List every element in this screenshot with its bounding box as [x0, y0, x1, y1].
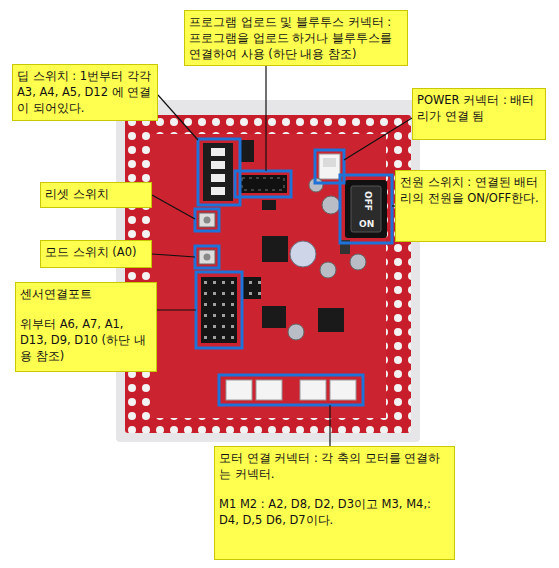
highlight-frame [235, 171, 291, 197]
driver-chip [318, 308, 344, 332]
callout-text: M1 M2 : A2, D8, D2, D3이고 M3, M4,: D4, D,… [219, 496, 450, 528]
power-switch [345, 180, 387, 238]
callout-text: 리셋 스위치 [45, 186, 147, 202]
leader-line [158, 95, 198, 140]
leader-line [329, 405, 330, 446]
highlight-frame [219, 375, 363, 405]
mode-switch [199, 250, 215, 264]
program-header [239, 175, 287, 193]
motor-connector [226, 380, 252, 400]
callout-box: 센서연결포트위부터 A6, A7, A1, D13, D9, D10 (하단 내… [15, 282, 157, 372]
microcontroller [262, 236, 288, 262]
pcb-board [125, 115, 411, 433]
motor-connector [256, 380, 282, 400]
callout-box: 딥 스위치 : 1번부터 각각 A3, A4, A5, D12 에 연결이 되어… [12, 64, 158, 121]
callout-text: 전원 스위치 : 연결된 배터리의 전원을 ON/OFF한다. [400, 174, 541, 206]
capacitor [350, 254, 366, 270]
callout-box: 모드 스위치 (A0) [40, 240, 152, 268]
button-cap [204, 217, 211, 224]
callout-box: 프로그램 업로드 및 블루투스 커넥터 : 프로그램을 업로드 하거나 블루투스… [184, 10, 408, 66]
rocker [351, 186, 381, 232]
callout-text: 모드 스위치 (A0) [45, 244, 147, 260]
highlight-frame [196, 272, 242, 348]
capacitor [290, 241, 316, 267]
dip-lever [211, 187, 225, 195]
sensor-port [201, 277, 237, 343]
leader-line [152, 254, 195, 257]
capacitor [288, 324, 304, 340]
highlight-frame [195, 246, 219, 268]
driver-chip [262, 306, 286, 328]
dip-lever [211, 174, 225, 182]
dip-lever [211, 161, 225, 169]
callout-text: 딥 스위치 : 1번부터 각각 A3, A4, A5, D12 에 연결이 되어… [17, 68, 153, 116]
callout-text: 센서연결포트 [20, 286, 152, 302]
callout-box: 리셋 스위치 [40, 182, 152, 208]
callout-box: 전원 스위치 : 연결된 배터리의 전원을 ON/OFF한다. [395, 170, 546, 242]
plastic-frame [116, 100, 420, 442]
callout-box: 모터 연결 커넥터 : 각 축의 모터를 연결하는 커넥터. M1 M2 : A2… [214, 446, 455, 560]
small-chip [262, 200, 276, 210]
leader-line [157, 309, 196, 310]
connector-slot [323, 158, 336, 167]
motor-connector [330, 380, 356, 400]
dip-switch [203, 143, 233, 201]
reset-switch [199, 213, 215, 227]
capacitor [320, 262, 336, 278]
callout-text: 모터 연결 커넥터 : 각 축의 모터를 연결하는 커넥터. [219, 450, 450, 482]
button-cap [204, 254, 211, 261]
dip-lever [211, 148, 225, 156]
highlight-frame [195, 209, 219, 231]
highlight-frame [340, 175, 392, 243]
switch-label: ON [359, 219, 374, 229]
header-pins [242, 178, 284, 190]
leader-line [152, 195, 195, 219]
small-chip [240, 140, 254, 162]
callout-text: POWER 커넥터 : 배터리가 연결 됨 [417, 92, 541, 124]
capacitor [322, 196, 340, 214]
switch-label: OFF [363, 191, 373, 211]
pcb-center [150, 134, 386, 418]
callout-box: POWER 커넥터 : 배터리가 연결 됨 [412, 88, 546, 140]
power-connector [319, 154, 340, 179]
motor-connector [300, 380, 326, 400]
callout-text: 프로그램 업로드 및 블루투스 커넥터 : 프로그램을 업로드 하거나 블루투스… [189, 14, 403, 62]
callout-text: 위부터 A6, A7, A1, D13, D9, D10 (하단 내용 참조) [20, 316, 152, 364]
extra-header [243, 277, 261, 299]
leader-line [265, 64, 266, 171]
leader-line [344, 118, 412, 160]
